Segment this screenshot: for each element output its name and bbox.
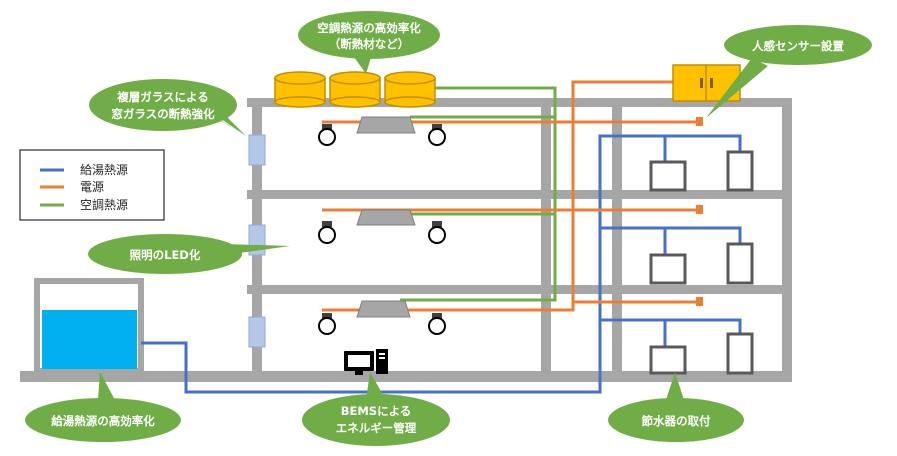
cooling-tower-icon xyxy=(329,71,381,108)
callout-led-line1: 照明のLED化 xyxy=(130,248,201,262)
sink-icon xyxy=(649,160,687,192)
cooling-tower-group xyxy=(274,71,436,108)
callout-double-glazing: 複層ガラスによる 窓ガラスの断熱強化 xyxy=(89,79,246,136)
callout-bems: BEMSによる エネルギー管理 xyxy=(302,372,450,446)
light-bulb-icon xyxy=(318,124,336,146)
sink-icon xyxy=(649,345,687,375)
hvac-pipes xyxy=(400,86,557,302)
light-bulb-icon xyxy=(318,313,336,335)
window-icon xyxy=(248,134,266,166)
light-bulb-icon xyxy=(318,221,336,244)
legend-label-hot-water: 給湯熱源 xyxy=(80,163,128,177)
outlet-group xyxy=(696,117,703,306)
callout-aircon-efficiency-line1: 空調熱源の高効率化 xyxy=(317,21,421,35)
window-icon xyxy=(248,316,266,348)
callout-water-heater: 給湯熱源の高効率化 xyxy=(25,372,181,442)
legend-box xyxy=(19,149,165,221)
light-bulb-icon xyxy=(428,124,446,146)
light-bulb-icon xyxy=(428,221,446,244)
pillar-right-a xyxy=(612,98,622,378)
callout-aircon-efficiency-line2: （断熱材など） xyxy=(329,37,410,51)
callout-water-saving-line1: 節水器の取付 xyxy=(641,414,711,428)
air-conditioner-group xyxy=(356,116,416,318)
air-conditioner-icon xyxy=(356,116,416,134)
floor-slab-1 xyxy=(247,285,792,294)
air-conditioner-icon xyxy=(356,209,416,226)
sink-icon xyxy=(649,253,687,285)
callout-bems-line2: エネルギー管理 xyxy=(336,421,417,435)
callout-motion-sensor: 人感センサー設置 xyxy=(706,25,872,118)
air-conditioner-icon xyxy=(356,300,411,318)
outlet-icon xyxy=(696,117,703,126)
right-wall xyxy=(782,98,792,378)
callout-aircon-efficiency: 空調熱源の高効率化 （断熱材など） xyxy=(298,11,440,74)
toilet-icon xyxy=(726,242,754,285)
window-group xyxy=(248,134,266,348)
fixture-group xyxy=(649,150,754,375)
callout-led: 照明のLED化 xyxy=(88,234,290,274)
roof-slab xyxy=(247,98,792,107)
callout-water-heater-line1: 給湯熱源の高効率化 xyxy=(51,414,155,428)
outlet-icon xyxy=(696,297,703,306)
legend-label-hvac: 空調熱源 xyxy=(80,198,128,212)
pc-monitor-icon xyxy=(344,349,388,375)
callout-water-saving: 節水器の取付 xyxy=(608,372,744,442)
cooling-tower-icon xyxy=(274,71,326,108)
outlet-icon xyxy=(696,205,703,214)
pillar-mid xyxy=(541,98,551,378)
water-tank-icon xyxy=(34,278,144,374)
toilet-icon xyxy=(726,150,754,192)
legend: 給湯熱源 電源 空調熱源 xyxy=(19,149,165,221)
toilet-icon xyxy=(726,332,754,375)
ground-line xyxy=(20,371,792,382)
hot-water-pipes xyxy=(141,134,742,394)
callout-double-glazing-line1: 複層ガラスによる xyxy=(116,90,208,104)
callout-double-glazing-line2: 窓ガラスの断熱強化 xyxy=(111,107,215,121)
light-bulb-group xyxy=(318,124,446,335)
light-bulb-icon xyxy=(428,313,446,335)
floor-slab-2 xyxy=(247,190,792,199)
cooling-tower-icon xyxy=(384,71,436,108)
legend-label-power: 電源 xyxy=(80,180,104,194)
callout-motion-sensor-line1: 人感センサー設置 xyxy=(752,39,844,53)
callout-bems-line1: BEMSによる xyxy=(341,404,412,418)
